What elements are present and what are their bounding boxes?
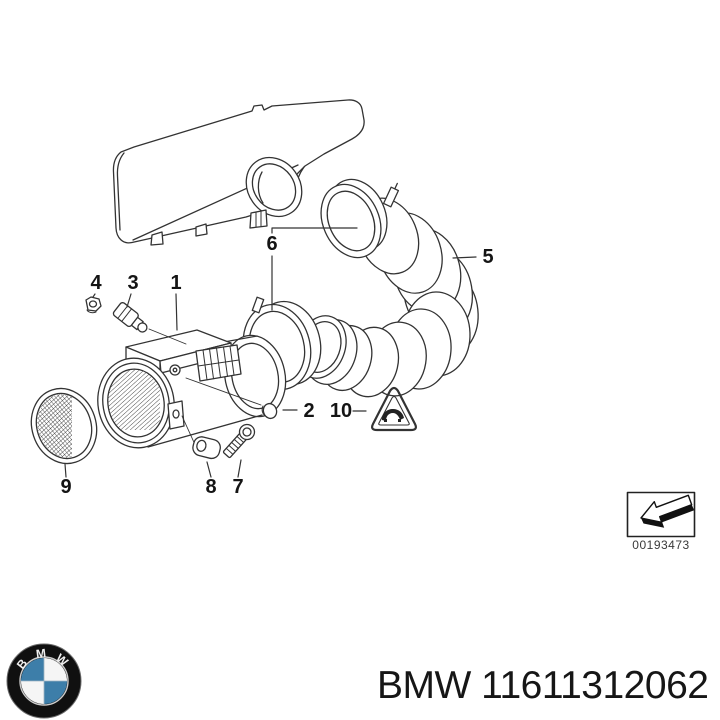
direction-arrow-icon bbox=[640, 494, 695, 528]
bolt-drawing bbox=[222, 423, 256, 459]
leader-lines bbox=[64, 227, 477, 478]
maf-sensor-drawing bbox=[97, 328, 287, 450]
mesh-ring-drawing bbox=[29, 387, 98, 465]
callout-1: 1 bbox=[170, 272, 182, 294]
callout-6: 6 bbox=[266, 233, 278, 255]
bracket-drawing bbox=[192, 436, 221, 460]
stamp-box bbox=[626, 491, 696, 538]
intake-hose-drawing bbox=[295, 178, 479, 398]
callout-4: 4 bbox=[90, 272, 102, 294]
callout-5: 5 bbox=[482, 246, 494, 268]
callout-7: 7 bbox=[232, 476, 244, 498]
bmw-logo: B M W bbox=[6, 643, 82, 719]
callout-8: 8 bbox=[205, 476, 217, 498]
callout-9: 9 bbox=[60, 476, 72, 498]
nut-drawing bbox=[85, 296, 102, 314]
sensor-plug-drawing bbox=[112, 302, 148, 333]
callout-3: 3 bbox=[127, 272, 139, 294]
stamp-code: 00193473 bbox=[632, 538, 690, 552]
warning-triangle-icon bbox=[371, 386, 417, 432]
logo-letter-m: M bbox=[35, 646, 47, 661]
air-filter-housing-drawing bbox=[112, 99, 365, 246]
callout-10: 10 bbox=[329, 400, 353, 422]
cap-drawing bbox=[261, 402, 278, 420]
callout-2: 2 bbox=[303, 400, 315, 422]
part-number-text: BMW 11611312062 bbox=[377, 664, 709, 707]
